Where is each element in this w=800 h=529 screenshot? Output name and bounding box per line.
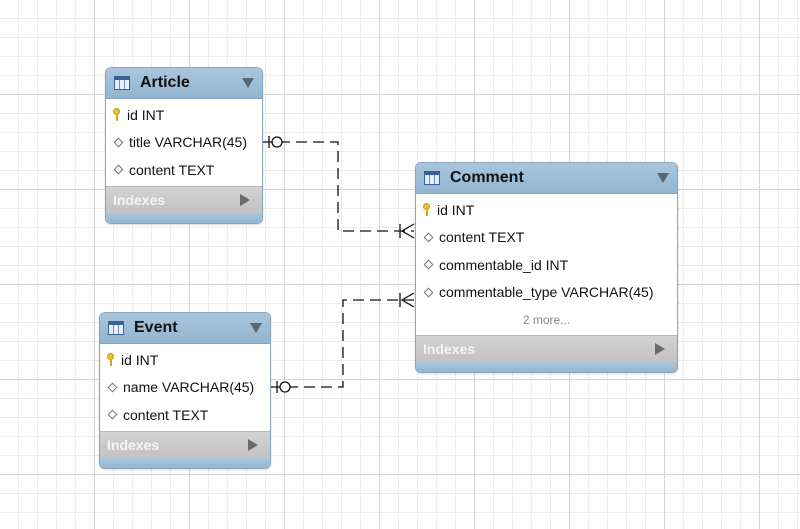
column-label: content TEXT [439,229,525,246]
entity-title: Article [140,74,190,91]
column-row[interactable]: content TEXT [106,156,262,184]
column-diamond-icon [423,232,434,243]
table-icon [114,76,130,90]
primary-key-icon [112,108,121,122]
column-diamond-icon [113,164,124,175]
entity-comment[interactable]: Comment id INT content TEXT commentable_… [415,162,678,373]
expand-triangle-icon[interactable] [240,193,250,206]
entity-footer [106,212,262,223]
column-label: id INT [127,106,165,123]
column-list: id INT title VARCHAR(45) content TEXT [106,99,262,186]
column-label: commentable_type VARCHAR(45) [439,284,654,301]
entity-article[interactable]: Article id INT title VARCHAR(45) content… [105,67,263,224]
indexes-bar[interactable]: Indexes [100,430,270,458]
indexes-label: Indexes [423,341,476,357]
table-icon [108,321,124,335]
indexes-label: Indexes [113,191,166,208]
indexes-label: Indexes [107,436,160,453]
expand-triangle-icon[interactable] [248,438,258,451]
expand-triangle-icon[interactable] [655,343,665,355]
column-row[interactable]: content TEXT [100,401,270,429]
crowfoot-many-icon [400,292,415,308]
indexes-bar[interactable]: Indexes [416,335,677,362]
column-diamond-icon [113,137,124,148]
column-label: title VARCHAR(45) [129,134,247,151]
entity-event[interactable]: Event id INT name VARCHAR(45) content TE… [99,312,271,469]
entity-header[interactable]: Article [106,68,262,99]
column-label: content TEXT [123,406,209,423]
column-label: name VARCHAR(45) [123,379,255,396]
column-diamond-icon [107,409,118,420]
entity-footer [416,362,677,372]
entity-footer [100,457,270,468]
entity-title: Comment [450,169,524,186]
collapse-triangle-icon[interactable] [250,323,262,333]
relationship-event-comment[interactable] [270,292,415,393]
more-columns-link[interactable]: 2 more... [522,312,571,327]
primary-key-icon [106,353,115,367]
relationship-article-comment[interactable] [262,136,415,239]
collapse-triangle-icon[interactable] [657,173,669,183]
column-row[interactable]: name VARCHAR(45) [100,374,270,402]
table-icon [424,171,440,185]
collapse-triangle-icon[interactable] [242,78,254,88]
column-row[interactable]: commentable_type VARCHAR(45) [416,279,677,307]
primary-key-icon [422,203,431,217]
entity-header[interactable]: Event [100,313,270,344]
cardinality-zero-circle [279,381,291,393]
entity-header[interactable]: Comment [416,163,677,194]
column-label: commentable_id INT [439,256,569,273]
column-label: id INT [437,201,475,218]
column-label: id INT [121,351,159,368]
column-label: content TEXT [129,161,215,178]
column-diamond-icon [423,287,434,298]
column-row[interactable]: id INT [416,196,677,224]
column-diamond-icon [423,259,434,270]
crowfoot-many-icon [400,223,415,239]
column-row[interactable]: id INT [100,346,270,374]
column-list: id INT name VARCHAR(45) content TEXT [100,344,270,431]
entity-title: Event [134,319,178,336]
column-diamond-icon [107,382,118,393]
column-list: id INT content TEXT commentable_id INT c… [416,194,677,335]
column-row[interactable]: id INT [106,101,262,129]
column-row[interactable]: commentable_id INT [416,251,677,279]
column-row[interactable]: content TEXT [416,224,677,252]
column-row[interactable]: title VARCHAR(45) [106,129,262,157]
indexes-bar[interactable]: Indexes [106,185,262,213]
cardinality-zero-circle [271,136,283,148]
